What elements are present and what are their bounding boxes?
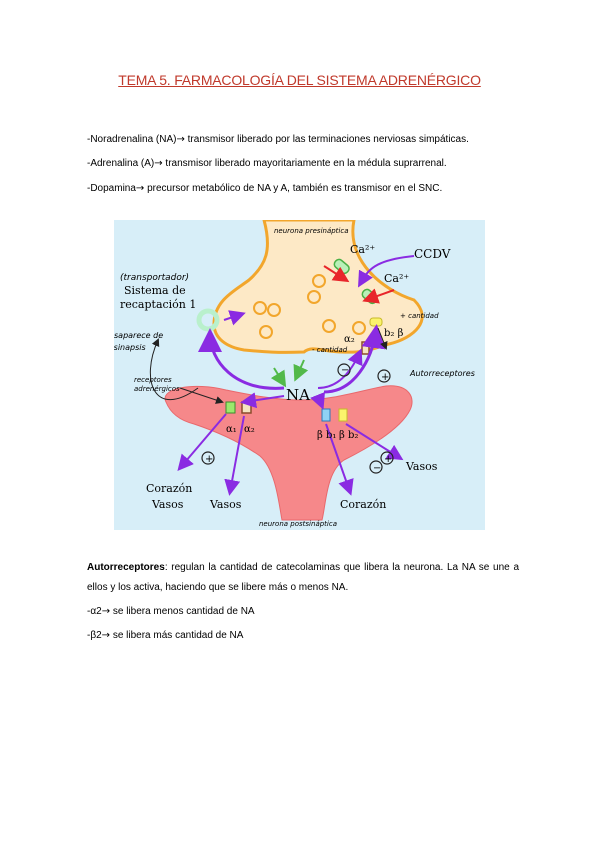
arrow-icon: → bbox=[135, 183, 145, 194]
na-label: NA bbox=[286, 386, 310, 404]
ccdv-label: CCDV bbox=[414, 247, 451, 261]
ca-arrow-icon bbox=[362, 288, 395, 304]
intro-adrenaline: -Adrenalina (A)→ transmisor liberado may… bbox=[87, 158, 447, 169]
reuptake-line2: recaptación 1 bbox=[120, 298, 196, 311]
disappear-line2: la sinapsis bbox=[114, 343, 146, 352]
beta2-target-arrow-icon bbox=[345, 423, 404, 461]
target-corazon-left: Corazón bbox=[146, 482, 192, 495]
target-vasos-left: Vasos bbox=[151, 498, 184, 511]
na-alpha2-arrow-icon bbox=[317, 348, 363, 389]
beta2-autoreceptor bbox=[369, 317, 383, 327]
presynaptic-note: neurona presináptica bbox=[274, 227, 349, 235]
plus-sign: + bbox=[205, 454, 213, 465]
alpha2-target-arrow-icon bbox=[224, 415, 245, 496]
alpha1-receptor bbox=[225, 401, 236, 414]
alpha2-label: α₂ bbox=[244, 424, 255, 435]
postsynaptic-note: neurona postsináptica bbox=[259, 520, 337, 528]
reuptake-line1: Sistema de bbox=[124, 284, 186, 297]
na-alpha-arrow-icon bbox=[240, 392, 285, 409]
alpha1-target-arrow-icon bbox=[177, 413, 227, 472]
intro-dopamine: -Dopamina→ precursor metabólico de NA y … bbox=[87, 183, 443, 194]
autoreceptors-note: Autorreceptores bbox=[409, 369, 475, 378]
arrow-icon: → bbox=[176, 134, 185, 145]
alpha1-label: α₁ bbox=[226, 424, 237, 435]
plus-sign: + bbox=[384, 454, 392, 465]
reuptake-arrow-icon bbox=[223, 310, 246, 326]
alpha2-autoreceptor bbox=[361, 341, 370, 355]
beta2-pre-label: b₂ β bbox=[384, 328, 404, 339]
na-beta2-arrow-icon bbox=[323, 324, 386, 394]
adrenergic-receptors-line2: adrenérgicos bbox=[134, 385, 180, 393]
ca-label-top: Ca²⁺ bbox=[350, 243, 375, 256]
alpha2-pre-label: α₂ bbox=[344, 334, 355, 345]
target-vasos-beta2: Vasos bbox=[405, 460, 438, 473]
minus-sign: − bbox=[373, 463, 381, 474]
synapse-svg: − + + + − neurona presináptica neurona p… bbox=[104, 218, 485, 530]
target-vasos-alpha2: Vasos bbox=[209, 498, 242, 511]
ccdv-arrow-icon bbox=[358, 255, 415, 288]
sign-circles bbox=[201, 363, 394, 474]
disappear-arrow-icon bbox=[149, 338, 199, 401]
increase-note: + cantidad bbox=[400, 312, 439, 320]
alpha2-receptor bbox=[241, 401, 252, 414]
disappear-line1: desaparece de bbox=[114, 331, 163, 340]
autoreceptors-section: Autorreceptores: regulan la cantidad de … bbox=[87, 558, 519, 646]
beta2-item: -β2→ se libera más cantidad de NA bbox=[87, 630, 244, 641]
arrow-icon: → bbox=[101, 630, 111, 641]
na-reuptake-arrow-icon bbox=[198, 328, 285, 390]
intro-noradrenaline: -Noradrenalina (NA)→ transmisor liberado… bbox=[87, 134, 469, 145]
minus-sign: − bbox=[341, 365, 349, 376]
transporter-note: (transportador) bbox=[120, 273, 189, 283]
ca-label-mid: Ca²⁺ bbox=[384, 272, 409, 285]
arrow-icon: → bbox=[101, 606, 111, 617]
decrease-note: - cantidad bbox=[312, 346, 348, 354]
synapse-diagram: − + + + − neurona presináptica neurona p… bbox=[104, 218, 485, 530]
beta2-receptor bbox=[338, 408, 348, 422]
release-arrow-icon bbox=[270, 367, 287, 388]
arrow-icon: → bbox=[154, 158, 163, 169]
ca-arrow-icon bbox=[323, 265, 350, 283]
alpha2-item: -α2→ se libera menos cantidad de NA bbox=[87, 606, 255, 617]
beta2-label: β b₂ bbox=[339, 430, 358, 441]
autoreceptors-paragraph: Autorreceptores: regulan la cantidad de … bbox=[87, 562, 519, 593]
page-title: TEMA 5. FARMACOLOGÍA DEL SISTEMA ADRENÉR… bbox=[118, 72, 481, 88]
na-beta-arrow-icon bbox=[310, 391, 325, 410]
autoreceptor-note-arrow-icon bbox=[377, 327, 388, 350]
beta1-receptor bbox=[321, 408, 331, 422]
release-arrow-icon bbox=[293, 359, 309, 382]
receptor-note-arrow-icon bbox=[179, 387, 224, 404]
plus-sign: + bbox=[381, 372, 389, 383]
beta1-label: β b₁ bbox=[317, 430, 336, 441]
target-corazon-beta1: Corazón bbox=[340, 498, 386, 511]
adrenergic-receptors-line1: receptores bbox=[134, 376, 172, 384]
beta1-target-arrow-icon bbox=[325, 423, 354, 496]
